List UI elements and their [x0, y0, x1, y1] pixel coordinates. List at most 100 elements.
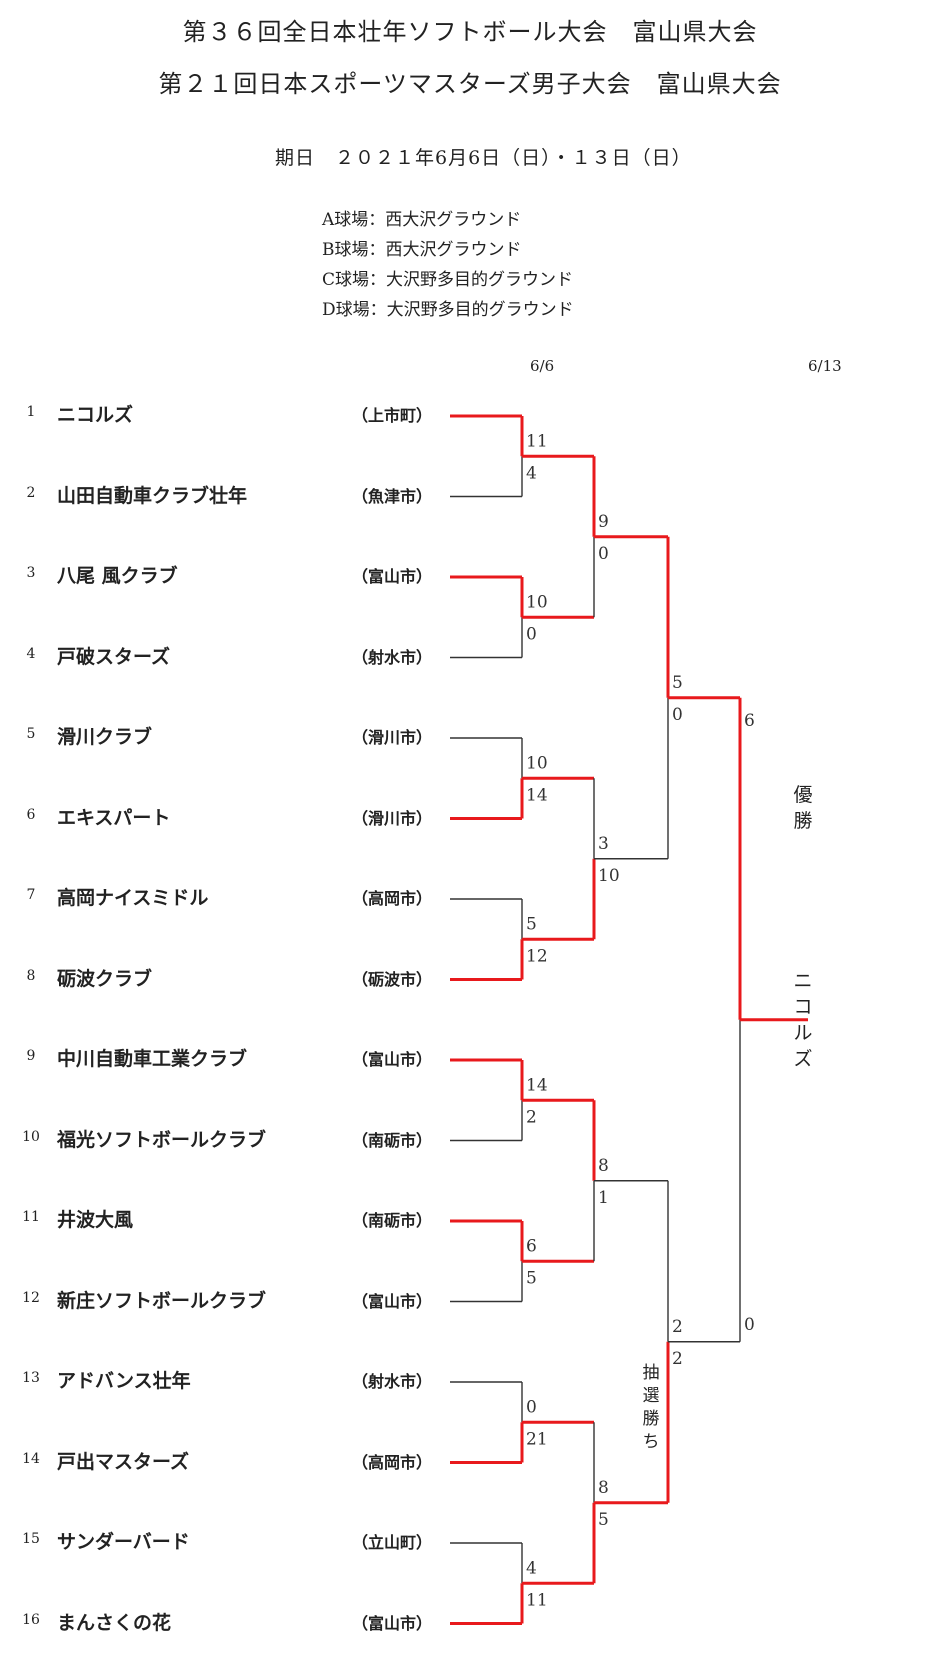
- score-label: 11: [526, 431, 548, 451]
- team-number: 6: [26, 806, 36, 823]
- final-date: 6/13: [808, 357, 842, 375]
- team-row: 16 まんさくの花 （富山市）: [0, 1604, 460, 1644]
- team-city: （滑川市）: [352, 728, 433, 747]
- venue-b: B球場：西大沢グラウンド: [322, 240, 522, 260]
- tournament-title-1: 第３６回全日本壮年ソフトボール大会 富山県大会: [182, 18, 758, 46]
- lottery-note-text: 抽選勝ち: [642, 1363, 660, 1452]
- venue-list: A球場：西大沢グラウンド B球場：西大沢グラウンド C球場：大沢野多目的グラウン…: [322, 205, 574, 325]
- team-city: （南砺市）: [352, 1211, 433, 1230]
- score-label: 0: [672, 705, 683, 725]
- final-score: 6: [744, 711, 755, 731]
- team-name: 中川自動車工業クラブ: [57, 1048, 248, 1070]
- team-number: 1: [26, 404, 36, 420]
- venue-c: C球場：大沢野多目的グラウンド: [322, 270, 574, 290]
- champion-name-text: ニコルズ: [793, 970, 813, 1070]
- score-label: 10: [526, 753, 548, 773]
- team-name: アドバンス壮年: [57, 1370, 191, 1392]
- team-city: （砺波市）: [352, 969, 433, 989]
- venue-d: D球場：大沢野多目的グラウンド: [322, 300, 574, 320]
- lottery-note: 抽選勝ち: [640, 1362, 662, 1454]
- final-score: 0: [744, 1315, 755, 1335]
- team-row: 14 戸出マスターズ （高岡市）: [0, 1443, 460, 1483]
- team-city: （富山市）: [352, 1050, 433, 1069]
- round1-date: 6/6: [530, 357, 555, 375]
- team-city: （富山市）: [352, 1613, 433, 1633]
- team-city: （高岡市）: [352, 1452, 433, 1472]
- team-city: （南砺市）: [352, 1130, 433, 1150]
- team-number: 14: [22, 1450, 40, 1467]
- score-label: 6: [526, 1236, 537, 1256]
- team-name: 井波大風: [57, 1209, 134, 1231]
- team-number: 16: [22, 1611, 40, 1628]
- score-label: 2: [672, 1349, 683, 1369]
- team-name: 福光ソフトボールクラブ: [57, 1128, 267, 1151]
- score-label: 0: [526, 1397, 537, 1417]
- event-date: 期日 ２０２１年6月6日（日）・１３日（日）: [275, 147, 692, 169]
- team-row: 3 八尾 風クラブ （富山市）: [0, 557, 460, 597]
- team-number: 2: [26, 484, 36, 501]
- team-number: 4: [26, 645, 36, 662]
- score-label: 12: [526, 946, 548, 966]
- team-name: 高岡ナイスミドル: [57, 887, 209, 909]
- team-number: 8: [26, 967, 36, 984]
- team-name: 八尾 風クラブ: [57, 565, 178, 587]
- team-name: まんさくの花: [57, 1611, 172, 1634]
- team-name: エキスパート: [57, 806, 171, 829]
- score-label: 5: [598, 1510, 609, 1530]
- team-city: （射水市）: [352, 647, 433, 667]
- team-number: 3: [26, 565, 36, 581]
- team-city: （立山町）: [352, 1533, 433, 1552]
- team-row: 5 滑川クラブ （滑川市）: [0, 718, 460, 758]
- score-label: 9: [598, 512, 609, 532]
- team-name: 滑川クラブ: [57, 726, 153, 748]
- team-name: サンダーバード: [57, 1531, 190, 1553]
- score-label: 2: [526, 1107, 537, 1127]
- team-number: 11: [22, 1209, 40, 1225]
- team-row: 8 砺波クラブ （砺波市）: [0, 960, 460, 1000]
- team-name: 新庄ソフトボールクラブ: [57, 1289, 267, 1312]
- team-name: 砺波クラブ: [57, 967, 153, 990]
- team-city: （富山市）: [352, 567, 433, 586]
- score-label: 11: [526, 1590, 548, 1610]
- team-row: 13 アドバンス壮年 （射水市）: [0, 1362, 460, 1402]
- team-row: 15 サンダーバード （立山町）: [0, 1523, 460, 1563]
- score-label: 4: [526, 463, 537, 483]
- team-row: 10 福光ソフトボールクラブ （南砺市）: [0, 1121, 460, 1161]
- team-city: （高岡市）: [352, 889, 433, 908]
- team-number: 7: [26, 887, 36, 903]
- team-number: 5: [26, 726, 36, 742]
- team-number: 13: [22, 1370, 40, 1386]
- score-label: 3: [598, 834, 609, 854]
- score-label: 14: [526, 785, 548, 805]
- team-name: 戸出マスターズ: [57, 1450, 190, 1473]
- champion-label-text: 優勝: [793, 784, 813, 832]
- team-city: （滑川市）: [352, 808, 433, 828]
- team-city: （魚津市）: [352, 486, 433, 506]
- champion-name: ニコルズ: [792, 968, 814, 1072]
- team-row: 11 井波大風 （南砺市）: [0, 1201, 460, 1241]
- score-label: 10: [598, 866, 620, 886]
- team-number: 15: [22, 1531, 40, 1547]
- score-label: 5: [526, 914, 537, 934]
- score-label: 5: [526, 1268, 537, 1288]
- score-label: 5: [672, 673, 683, 693]
- team-number: 10: [22, 1128, 40, 1145]
- team-city: （射水市）: [352, 1372, 433, 1391]
- score-label: 10: [526, 592, 548, 612]
- team-name: 戸破スターズ: [57, 645, 171, 668]
- score-label: 0: [526, 624, 537, 644]
- score-label: 21: [526, 1429, 548, 1449]
- team-city: （上市町）: [352, 406, 433, 425]
- team-number: 12: [22, 1289, 40, 1306]
- venue-a: A球場：西大沢グラウンド: [322, 210, 522, 230]
- score-label: 8: [598, 1478, 609, 1498]
- score-label: 4: [526, 1558, 537, 1578]
- team-row: 6 エキスパート （滑川市）: [0, 799, 460, 839]
- team-row: 7 高岡ナイスミドル （高岡市）: [0, 879, 460, 919]
- score-label: 8: [598, 1156, 609, 1176]
- score-label: 2: [672, 1317, 683, 1337]
